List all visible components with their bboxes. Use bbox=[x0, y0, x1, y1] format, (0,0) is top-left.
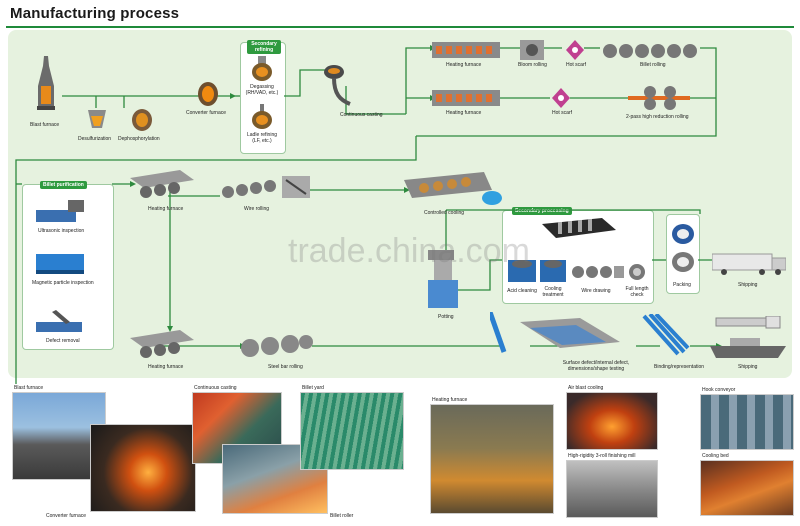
acid-cleaning-icon bbox=[508, 260, 536, 282]
photo-label-billet-roller: Billet roller bbox=[330, 513, 354, 519]
packing-icon bbox=[672, 224, 694, 272]
potting-icon bbox=[428, 250, 458, 308]
label-degassing: Degassing (RH/VAD, etc.) bbox=[245, 84, 279, 96]
label-ladle-refining: Ladle refining (LF, etc.) bbox=[246, 132, 278, 144]
steel-bar-rolling-icon bbox=[241, 335, 313, 357]
photo-converter-furnace bbox=[90, 424, 196, 512]
degassing-icon bbox=[252, 56, 272, 81]
photo-label-hook-conveyor: Hook conveyor bbox=[702, 387, 736, 393]
label-dephosphorylation: Dephosphorylation bbox=[118, 136, 160, 142]
secondary-processing-line-icon bbox=[542, 218, 616, 238]
ladle-refining-icon bbox=[252, 104, 272, 129]
billet-rolling-icon bbox=[603, 44, 697, 58]
title-rule bbox=[6, 26, 794, 28]
watermark: trade.china.com bbox=[288, 232, 530, 270]
label-billet-rolling: Billet rolling bbox=[640, 62, 666, 68]
photo-cooling-bed bbox=[700, 460, 794, 516]
shipping-ship-icon bbox=[710, 316, 786, 358]
secondary-refining-tag: Secondary refining bbox=[247, 40, 281, 54]
label-wire-drawing: Wire drawing bbox=[581, 288, 611, 294]
desulfurization-icon bbox=[88, 110, 106, 128]
shipping-truck-icon bbox=[712, 253, 786, 275]
billet-purification-tag: Billet purification bbox=[40, 181, 87, 189]
heating-furnace-b-icon bbox=[432, 90, 500, 106]
magnetic-inspection-icon bbox=[36, 254, 84, 274]
label-blast-furnace: Blast furnace bbox=[30, 122, 60, 128]
label-acid-cleaning: Acid cleaning bbox=[507, 288, 537, 294]
photo-label-continuous-casting: Continuous casting bbox=[194, 385, 237, 391]
binding-icon bbox=[642, 314, 690, 356]
controlled-cooling-icon bbox=[404, 172, 502, 205]
label-bloom-rolling: Bloom rolling bbox=[518, 62, 547, 68]
photo-label-billet-yard: Billet yard bbox=[302, 385, 324, 391]
label-packing: Packing bbox=[673, 282, 691, 288]
wire-drawing-icon bbox=[572, 266, 624, 278]
photo-air-blast-cooling bbox=[566, 392, 658, 450]
continuous-casting-icon bbox=[324, 65, 351, 106]
photo-label-converter-furnace: Converter furnace bbox=[46, 513, 87, 519]
page-title: Manufacturing process bbox=[10, 5, 180, 22]
surface-defect-testing-icon bbox=[490, 312, 620, 353]
photo-finishing-mill bbox=[566, 460, 658, 518]
label-shipping-a: Shipping bbox=[738, 282, 758, 288]
label-full-length-check: Full length check bbox=[625, 286, 649, 298]
label-hot-scarf-a: Hot scarf bbox=[566, 62, 587, 68]
label-heating-furnace-d: Heating furnace bbox=[148, 364, 184, 370]
two-pass-rolling-icon bbox=[628, 86, 690, 110]
full-length-check-icon bbox=[629, 264, 645, 280]
secondary-processing-tag: Secondary processing bbox=[512, 207, 572, 215]
label-two-pass: 2-pass high reduction rolling bbox=[626, 114, 689, 120]
label-heating-furnace-a: Heating furnace bbox=[446, 62, 482, 68]
cooling-treatment-icon bbox=[540, 260, 566, 282]
label-binding: Binding/representation bbox=[654, 364, 705, 370]
wire-rolling-icon bbox=[222, 176, 310, 198]
heating-furnace-d-icon bbox=[130, 330, 194, 358]
label-desulfurization: Desulfurization bbox=[78, 136, 112, 142]
hot-scarf-b-icon bbox=[552, 88, 570, 108]
label-controlled-cooling: Controlled cooling bbox=[424, 210, 465, 216]
bloom-rolling-icon bbox=[520, 40, 544, 60]
ultrasonic-inspection-icon bbox=[36, 200, 84, 222]
photo-label-air-blast-cooling: Air blast cooling bbox=[568, 385, 604, 391]
label-converter-furnace: Converter furnace bbox=[186, 110, 227, 116]
defect-removal-icon bbox=[36, 310, 82, 332]
blast-furnace-icon bbox=[37, 56, 55, 110]
label-continuous-casting: Continuous casting bbox=[340, 112, 383, 118]
label-heating-furnace-c: Heating furnace bbox=[148, 206, 184, 212]
heating-furnace-c-icon bbox=[130, 170, 194, 198]
photo-label-cooling-bed: Cooling bed bbox=[702, 453, 729, 459]
converter-furnace-icon bbox=[198, 82, 218, 106]
label-heating-furnace-b: Heating furnace bbox=[446, 110, 482, 116]
label-defect-removal: Defect removal bbox=[46, 338, 80, 344]
label-cooling-treatment: Cooling treatment bbox=[542, 286, 564, 298]
photo-label-heating-furnace: Heating furnace bbox=[432, 397, 468, 403]
photo-label-finishing-mill: High-rigidity 3-roll finishing mill bbox=[568, 453, 636, 459]
heating-furnace-icon bbox=[432, 42, 500, 58]
label-shipping-b: Shipping bbox=[738, 364, 758, 370]
photo-heating-furnace bbox=[430, 404, 554, 514]
label-hot-scarf-b: Hot scarf bbox=[552, 110, 573, 116]
photo-billet-yard bbox=[300, 392, 404, 470]
dephosphorylation-icon bbox=[132, 109, 152, 131]
label-ultrasonic: Ultrasonic inspection bbox=[38, 228, 85, 234]
label-magnetic: Magnetic particle inspection bbox=[32, 280, 94, 286]
photo-hook-conveyor bbox=[700, 394, 794, 450]
label-steel-bar-rolling: Steel bar rolling bbox=[268, 364, 303, 370]
label-potting: Potting bbox=[438, 314, 454, 320]
hot-scarf-icon bbox=[566, 40, 584, 60]
label-surface-defect: Surface defect/internal defect, dimensio… bbox=[562, 360, 630, 372]
photo-label-blast-furnace: Blast furnace bbox=[14, 385, 44, 391]
label-wire-rolling: Wire rolling bbox=[244, 206, 270, 212]
